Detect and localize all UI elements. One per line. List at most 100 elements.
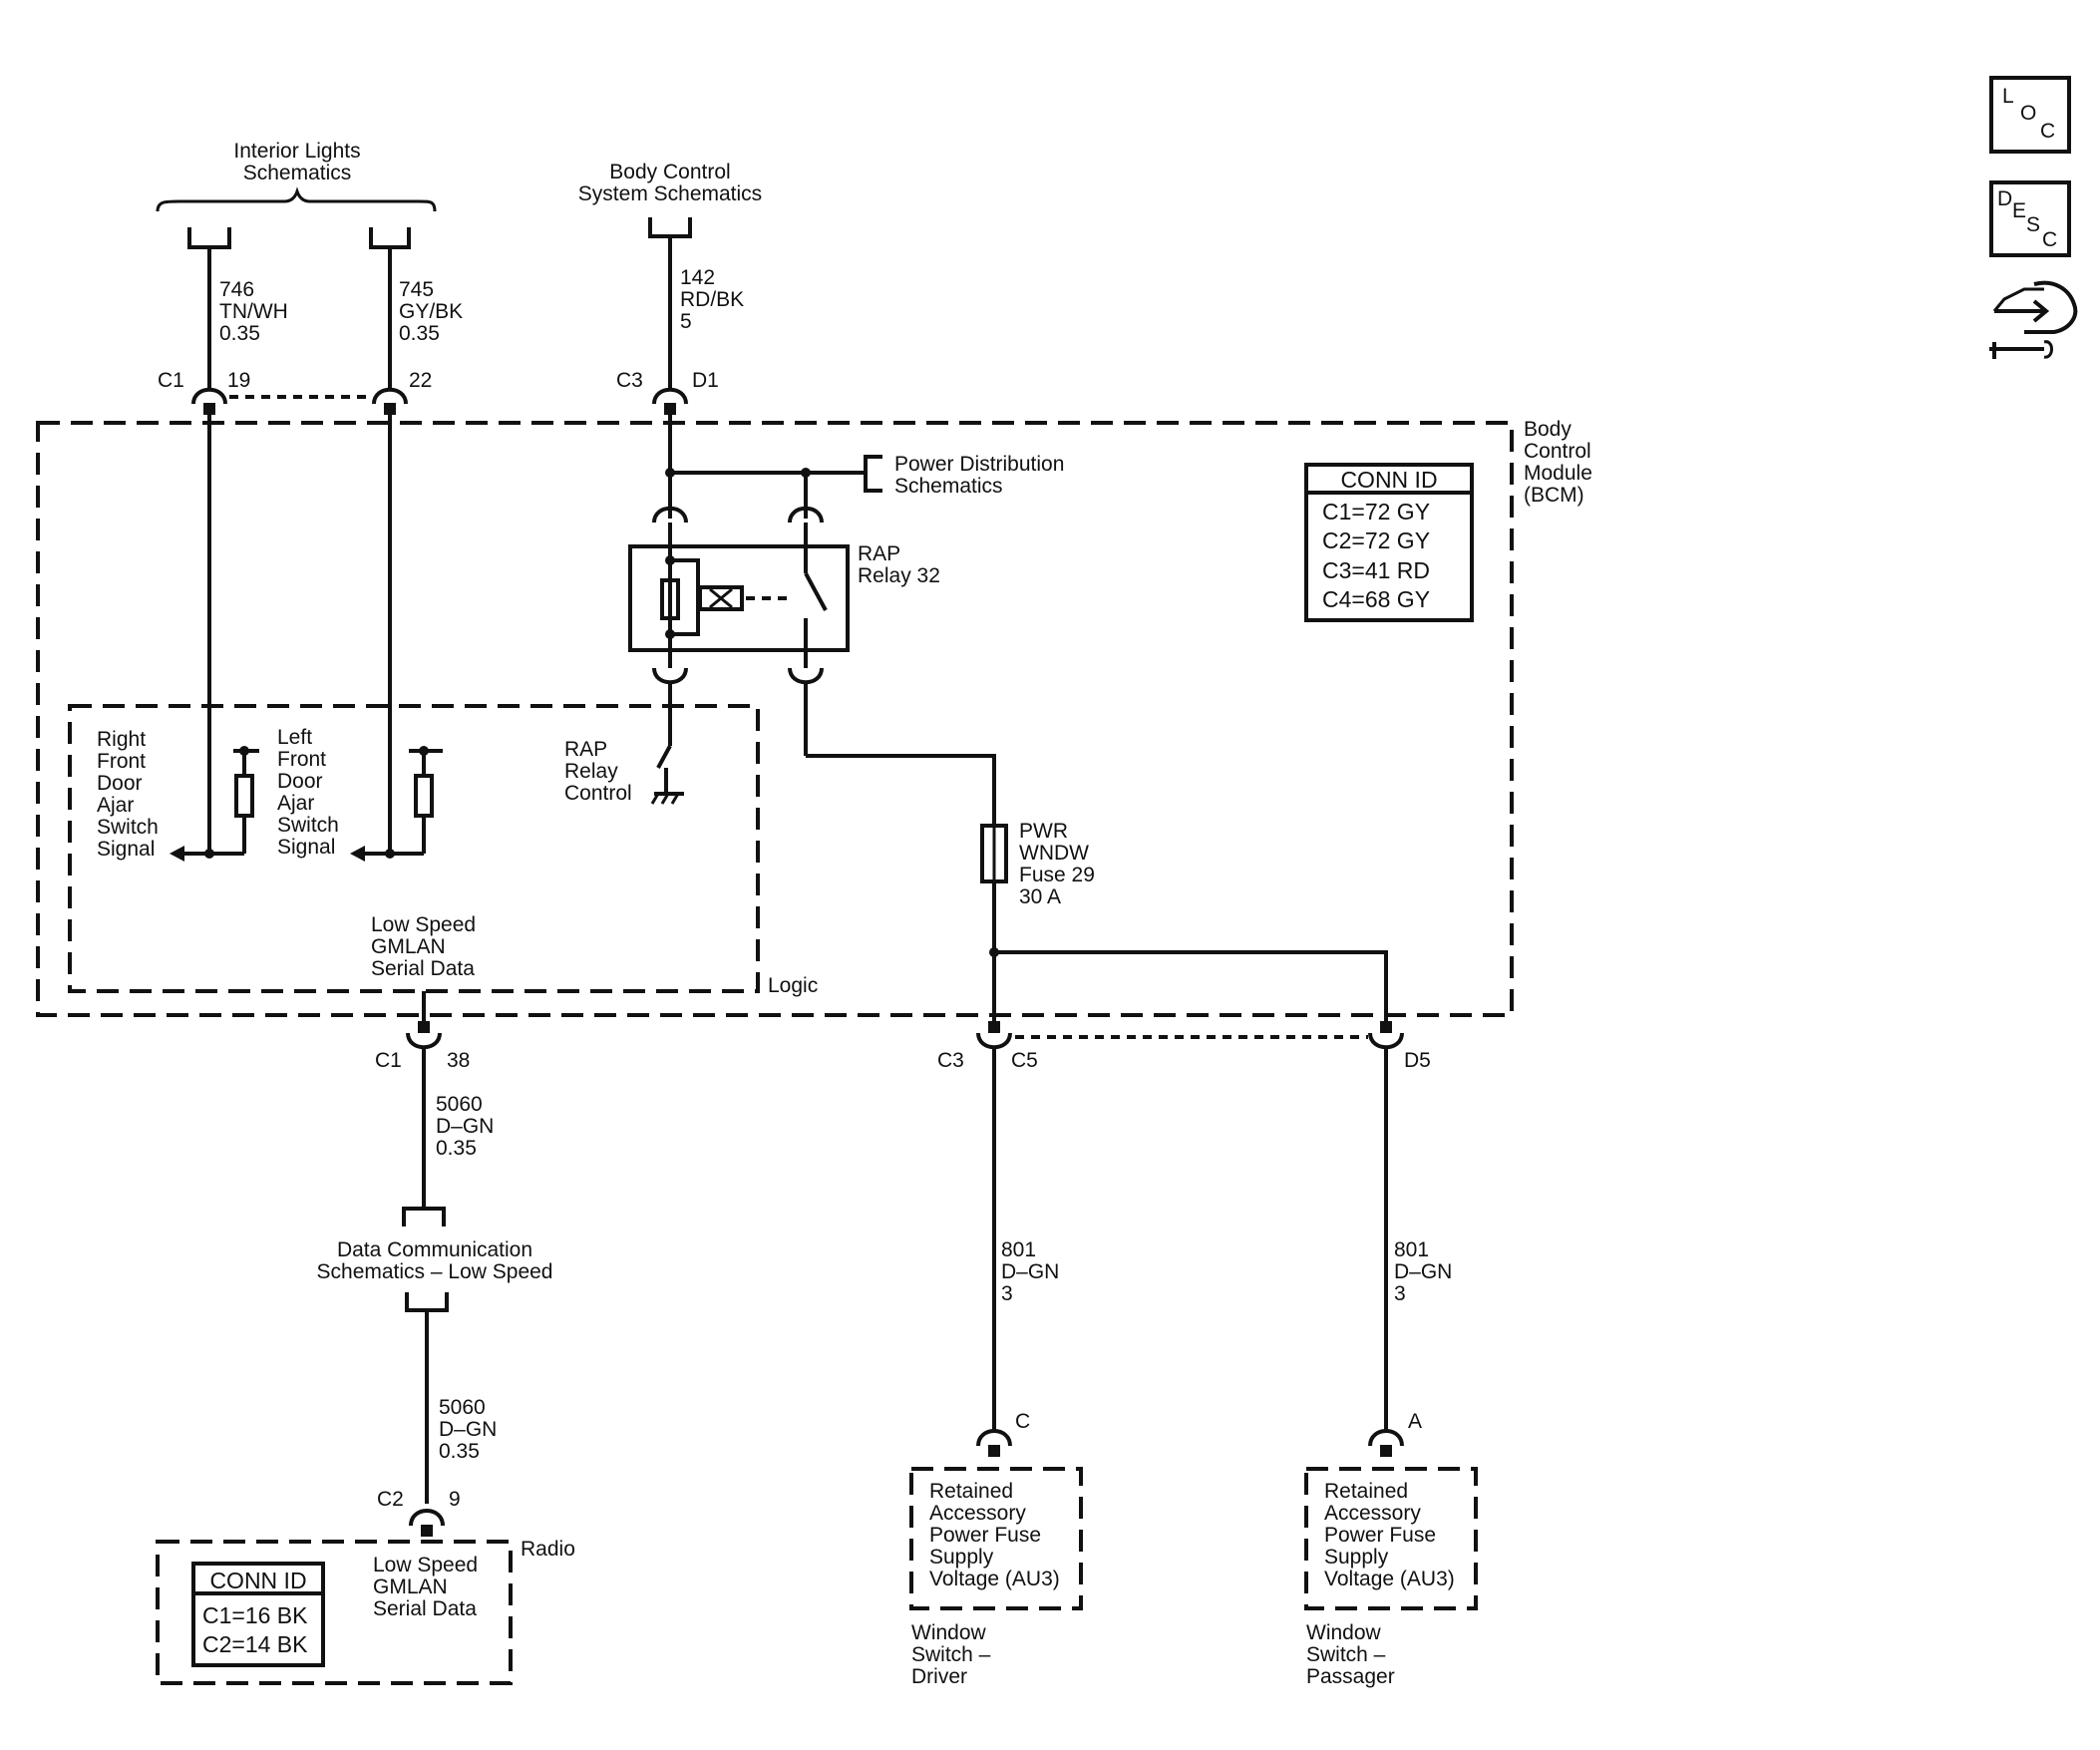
- interior-lights-line2: Schematics: [243, 162, 352, 184]
- connector-c1-19[interactable]: C1 19: [158, 369, 250, 415]
- svg-text:Supply: Supply: [1324, 1546, 1389, 1569]
- svg-text:38: 38: [447, 1049, 470, 1072]
- connector-c1-22[interactable]: 22: [372, 369, 432, 415]
- svg-text:Body: Body: [1524, 418, 1572, 441]
- svg-text:3: 3: [1394, 1282, 1406, 1305]
- svg-text:C: C: [1015, 1410, 1030, 1433]
- svg-text:Driver: Driver: [911, 1665, 967, 1688]
- interior-lights-label[interactable]: Interior Lights Schematics: [233, 140, 360, 184]
- loc-icon-letter-l: L: [2002, 85, 2014, 108]
- bcm-label: Body Control Module (BCM): [1524, 418, 1592, 507]
- bcm-module-boundary[interactable]: [36, 421, 1514, 1017]
- relay-control-ground-icon: [650, 745, 684, 805]
- svg-text:Schematics: Schematics: [894, 475, 1003, 498]
- svg-text:(BCM): (BCM): [1524, 484, 1584, 507]
- svg-text:RD/BK: RD/BK: [680, 288, 744, 311]
- bcm-conn-row: C2=72 GY: [1322, 527, 1430, 553]
- connector-driver-c[interactable]: C: [976, 1410, 1030, 1457]
- svg-text:Switch: Switch: [277, 814, 339, 837]
- driver-switch-inside-label: Retained Accessory Power Fuse Supply Vol…: [929, 1480, 1060, 1590]
- loc-icon-letter-o: O: [2020, 102, 2036, 125]
- bcm-conn-row: C3=41 RD: [1322, 557, 1430, 583]
- svg-text:D–GN: D–GN: [1001, 1260, 1059, 1283]
- data-communication-label[interactable]: Data Communication Schematics – Low Spee…: [317, 1238, 553, 1283]
- passenger-switch-inside-label: Retained Accessory Power Fuse Supply Vol…: [1324, 1480, 1455, 1590]
- svg-text:Switch: Switch: [97, 816, 159, 839]
- bcm-conn-id-table: CONN ID C1=72 GY C2=72 GY C3=41 RD C4=68…: [1304, 463, 1474, 622]
- connector-c2-9[interactable]: C2 9: [377, 1488, 461, 1537]
- radio-label: Radio: [521, 1538, 575, 1561]
- connector-c3-c5[interactable]: C3 C5: [937, 1021, 1038, 1072]
- svg-text:Data Communication: Data Communication: [337, 1238, 532, 1261]
- radio-gmlan-label: Low Speed GMLAN Serial Data: [373, 1554, 478, 1620]
- connector-c3-d1[interactable]: C3 D1: [616, 369, 719, 415]
- body-control-schematics-label[interactable]: Body Control System Schematics: [578, 161, 762, 205]
- svg-text:RAP: RAP: [858, 542, 900, 565]
- radio-conn-row: C1=16 BK: [202, 1602, 308, 1628]
- wire-passenger-branch[interactable]: [994, 950, 1388, 1027]
- relay-terminal-4: [788, 667, 824, 685]
- svg-text:Power Distribution: Power Distribution: [894, 453, 1064, 476]
- svg-text:0.35: 0.35: [399, 322, 440, 345]
- power-distribution-connector: [864, 455, 882, 493]
- body-control-connector: [648, 217, 692, 238]
- wire-relay-to-fuse[interactable]: [806, 754, 996, 826]
- power-distribution-label[interactable]: Power Distribution Schematics: [894, 453, 1064, 498]
- svg-text:5060: 5060: [439, 1396, 486, 1419]
- svg-text:9: 9: [449, 1488, 461, 1511]
- svg-text:Supply: Supply: [929, 1546, 994, 1569]
- svg-text:Voltage (AU3): Voltage (AU3): [929, 1568, 1060, 1590]
- connector-d5[interactable]: D5: [1368, 1021, 1431, 1072]
- connector-passenger-a[interactable]: A: [1368, 1410, 1422, 1457]
- bcm-conn-title: CONN ID: [1340, 467, 1437, 493]
- radio-conn-title: CONN ID: [209, 1568, 306, 1593]
- desc-icon-letter-d: D: [1997, 187, 2012, 210]
- svg-text:Accessory: Accessory: [1324, 1502, 1421, 1525]
- svg-text:Low Speed: Low Speed: [371, 913, 476, 936]
- connector-c1-38[interactable]: C1 38: [375, 1021, 470, 1072]
- svg-text:D1: D1: [692, 369, 719, 392]
- logic-label: Logic: [768, 974, 818, 997]
- desc-icon[interactable]: D E S C: [1989, 180, 2071, 257]
- driver-window-switch-boundary[interactable]: [909, 1467, 1083, 1610]
- desc-icon-letter-s: S: [2026, 213, 2040, 236]
- passenger-window-switch-boundary[interactable]: [1304, 1467, 1478, 1610]
- pwr-wndw-fuse-29[interactable]: [980, 824, 1008, 883]
- radio-module-boundary[interactable]: [156, 1540, 513, 1685]
- svg-text:D–GN: D–GN: [436, 1115, 494, 1138]
- bcm-logic-boundary[interactable]: [68, 704, 760, 993]
- svg-text:Right: Right: [97, 728, 146, 751]
- driver-window-switch-label: Window Switch – Driver: [911, 1621, 991, 1688]
- loc-icon[interactable]: L O C: [1989, 76, 2071, 154]
- wiring-harness-icon[interactable]: [1989, 280, 2078, 359]
- svg-text:GMLAN: GMLAN: [371, 935, 446, 958]
- radio-conn-id-table: CONN ID C1=16 BK C2=14 BK: [191, 1562, 325, 1667]
- loc-icon-letter-c: C: [2040, 120, 2055, 143]
- body-control-line1: Body Control: [609, 161, 730, 183]
- left-door-ajar-label: Left Front Door Ajar Switch Signal: [277, 726, 339, 859]
- svg-text:746: 746: [219, 278, 254, 301]
- svg-text:Serial Data: Serial Data: [371, 957, 475, 980]
- interior-lights-connector-1: [187, 227, 231, 249]
- wire-5060-lower-label: 5060 D–GN 0.35: [439, 1396, 497, 1463]
- desc-icon-letter-c: C: [2042, 228, 2057, 251]
- svg-text:C2: C2: [377, 1488, 404, 1511]
- svg-text:Signal: Signal: [277, 836, 335, 859]
- svg-text:22: 22: [409, 369, 432, 392]
- svg-text:0.35: 0.35: [436, 1137, 477, 1160]
- wire-801-passenger-label: 801 D–GN 3: [1394, 1238, 1452, 1305]
- interior-lights-line1: Interior Lights: [233, 140, 360, 163]
- svg-text:D–GN: D–GN: [1394, 1260, 1452, 1283]
- svg-text:801: 801: [1001, 1238, 1036, 1261]
- svg-text:C5: C5: [1011, 1049, 1038, 1072]
- svg-text:Window: Window: [1306, 1621, 1382, 1644]
- desc-icon-letter-e: E: [2012, 199, 2026, 222]
- relay-terminal-1: [652, 506, 688, 524]
- svg-text:Front: Front: [277, 748, 326, 771]
- svg-text:142: 142: [680, 266, 715, 289]
- radio-conn-row: C2=14 BK: [202, 1631, 308, 1657]
- wire-5060-upper-label: 5060 D–GN 0.35: [436, 1093, 494, 1160]
- rap-relay-32[interactable]: [628, 544, 850, 652]
- svg-text:Serial Data: Serial Data: [373, 1597, 477, 1620]
- data-comm-connector-bottom: [405, 1292, 449, 1312]
